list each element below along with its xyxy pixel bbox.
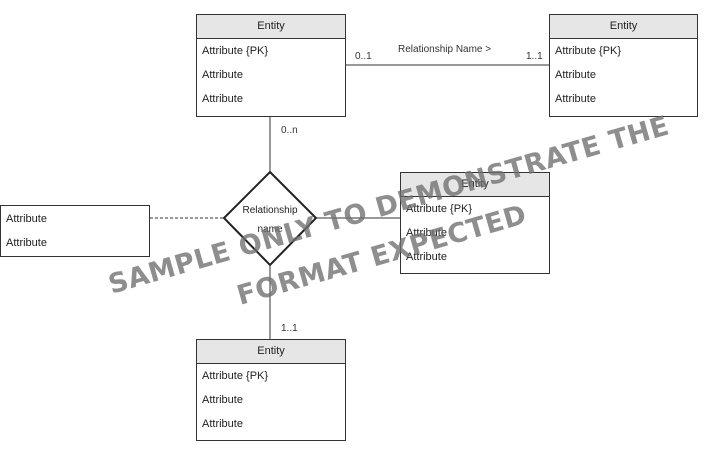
relationship-name-line2: name [257, 224, 283, 235]
lower-cardinality: 1..1 [281, 323, 298, 334]
upper-cardinality: 0..n [281, 125, 298, 136]
entity-attribute: Attribute [555, 69, 596, 81]
entity-attribute-pk: Attribute {PK} [202, 45, 269, 57]
relationship-attribute: Attribute [6, 237, 47, 249]
entity-attribute-pk: Attribute {PK} [202, 370, 269, 382]
entity-attribute: Attribute [406, 251, 447, 263]
entity-attribute: Attribute [202, 69, 243, 81]
entity-attribute: Attribute [406, 227, 447, 239]
relationship-attribute-box: Attribute Attribute [0, 205, 150, 257]
entity-attribute: Attribute [555, 93, 596, 105]
entity-bottom: Entity Attribute {PK} Attribute Attribut… [196, 339, 346, 441]
relationship-name-line1: Relationship [242, 205, 298, 216]
entity-attribute-pk: Attribute {PK} [406, 203, 473, 215]
entity-title: Entity [550, 15, 697, 39]
entity-middle-right: Entity Attribute {PK} Attribute Attribut… [400, 172, 550, 274]
top-left-cardinality: 0..1 [355, 51, 372, 62]
top-right-cardinality: 1..1 [526, 51, 543, 62]
entity-attribute: Attribute [202, 93, 243, 105]
relationship-diamond [222, 170, 318, 267]
entity-top-left: Entity Attribute {PK} Attribute Attribut… [196, 14, 346, 117]
top-relationship-name: Relationship Name > [398, 44, 492, 55]
entity-top-right: Entity Attribute {PK} Attribute Attribut… [549, 14, 698, 117]
entity-attribute: Attribute [202, 418, 243, 430]
entity-attribute-pk: Attribute {PK} [555, 45, 622, 57]
entity-attribute: Attribute [202, 394, 243, 406]
relationship-attribute: Attribute [6, 213, 47, 225]
entity-title: Entity [401, 173, 549, 197]
entity-title: Entity [197, 340, 345, 364]
entity-title: Entity [197, 15, 345, 39]
